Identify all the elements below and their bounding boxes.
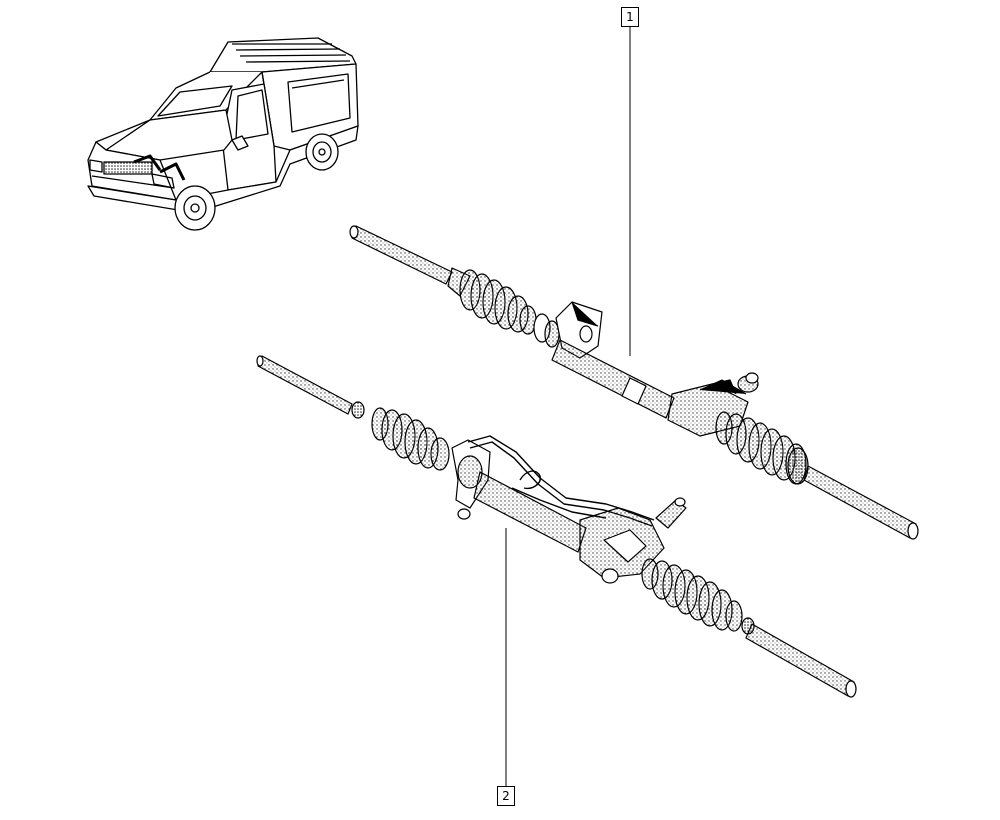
van-illustration — [87, 37, 359, 231]
callout-2-label: 2 — [502, 789, 510, 803]
callout-1: 1 — [621, 7, 639, 27]
manual-steering-rack-illustration — [349, 225, 919, 540]
callout-leaders — [505, 26, 631, 786]
callout-2: 2 — [497, 786, 515, 806]
callout-1-label: 1 — [626, 10, 634, 24]
power-steering-rack-illustration — [256, 355, 857, 698]
